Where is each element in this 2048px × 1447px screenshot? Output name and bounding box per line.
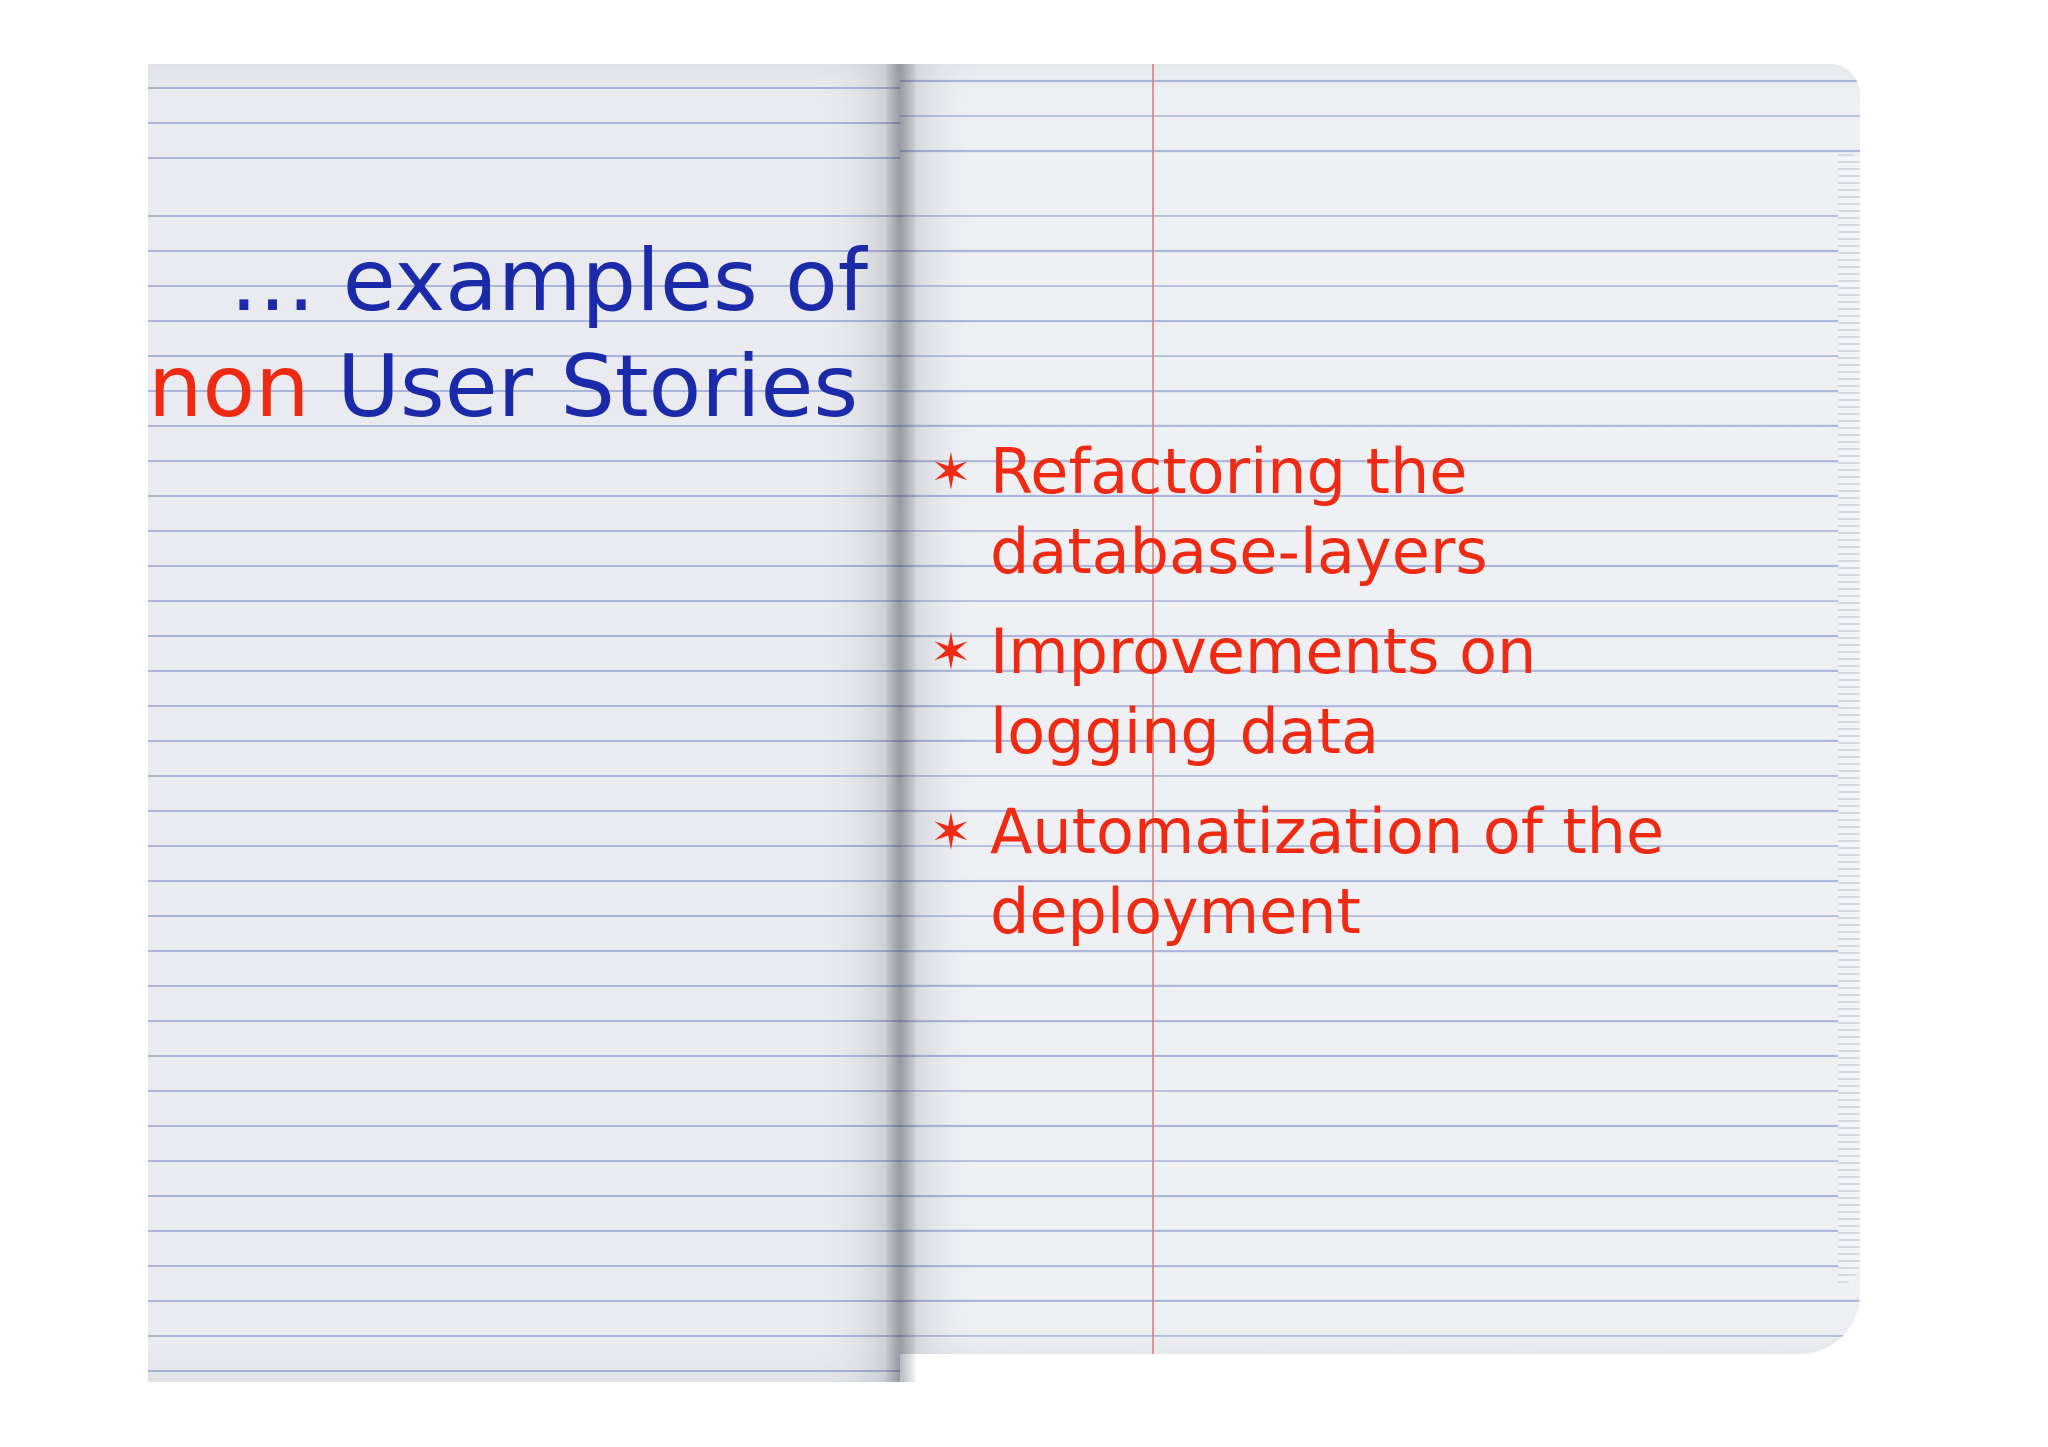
bullet-item: ✶ Automatization of the deployment — [930, 792, 1750, 952]
slide-title-line-2: non User Stories! — [148, 334, 868, 440]
notebook-background — [148, 64, 1860, 1382]
slide-title-line-2-rest: User Stories! — [309, 337, 868, 437]
notebook-left-page — [148, 64, 900, 1382]
slide-title-line-1: … examples of — [229, 231, 868, 331]
slide-title-accent-word: non — [148, 337, 310, 437]
bullet-item: ✶ Improvements on logging data — [930, 612, 1750, 772]
notebook-spine — [886, 64, 916, 1382]
slide-title: … examples of non User Stories! — [148, 228, 868, 440]
asterisk-star-icon: ✶ — [930, 443, 972, 501]
bullet-list: ✶ Refactoring the database-layers ✶ Impr… — [930, 432, 1750, 972]
notebook-margin-line — [1152, 64, 1154, 1354]
asterisk-star-icon: ✶ — [930, 623, 972, 681]
notebook-page-edges — [1838, 154, 1860, 1284]
bullet-item-text: Automatization of the deployment — [990, 795, 1665, 948]
notebook-right-page — [900, 64, 1860, 1354]
asterisk-star-icon: ✶ — [930, 803, 972, 861]
bullet-item-text: Refactoring the database-layers — [990, 435, 1488, 588]
bullet-item-text: Improvements on logging data — [990, 615, 1537, 768]
bullet-item: ✶ Refactoring the database-layers — [930, 432, 1750, 592]
